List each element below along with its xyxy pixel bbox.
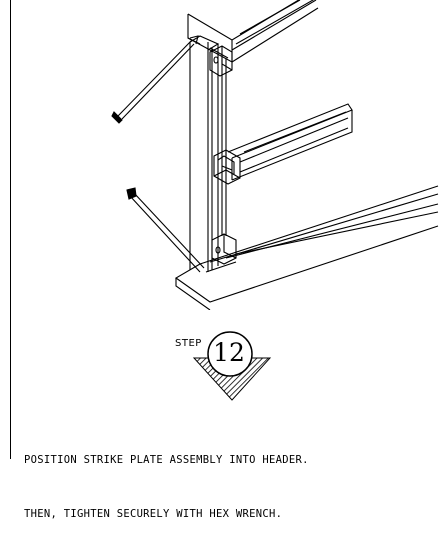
page-left-border [10,0,11,459]
instruction-line-2: THEN, TIGHTEN SECURELY WITH HEX WRENCH. [24,508,283,520]
instruction-line-1: POSITION STRIKE PLATE ASSEMBLY INTO HEAD… [24,454,309,466]
hex-wrench-lower [126,187,205,273]
top-connector-block [209,45,233,77]
top-header-beam [187,0,319,63]
assembly-illustration [111,0,439,310]
middle-header-beam [227,103,353,181]
step-label: STEP [175,338,202,349]
step-badge-graphic [192,331,272,401]
bottom-sill [174,185,439,310]
bottom-connector-block [211,233,237,265]
hex-wrench-upper [111,35,199,124]
step-number: 12 [213,338,245,367]
vertical-post [189,35,229,272]
instruction-text: POSITION STRIKE PLATE ASSEMBLY INTO HEAD… [24,415,309,541]
